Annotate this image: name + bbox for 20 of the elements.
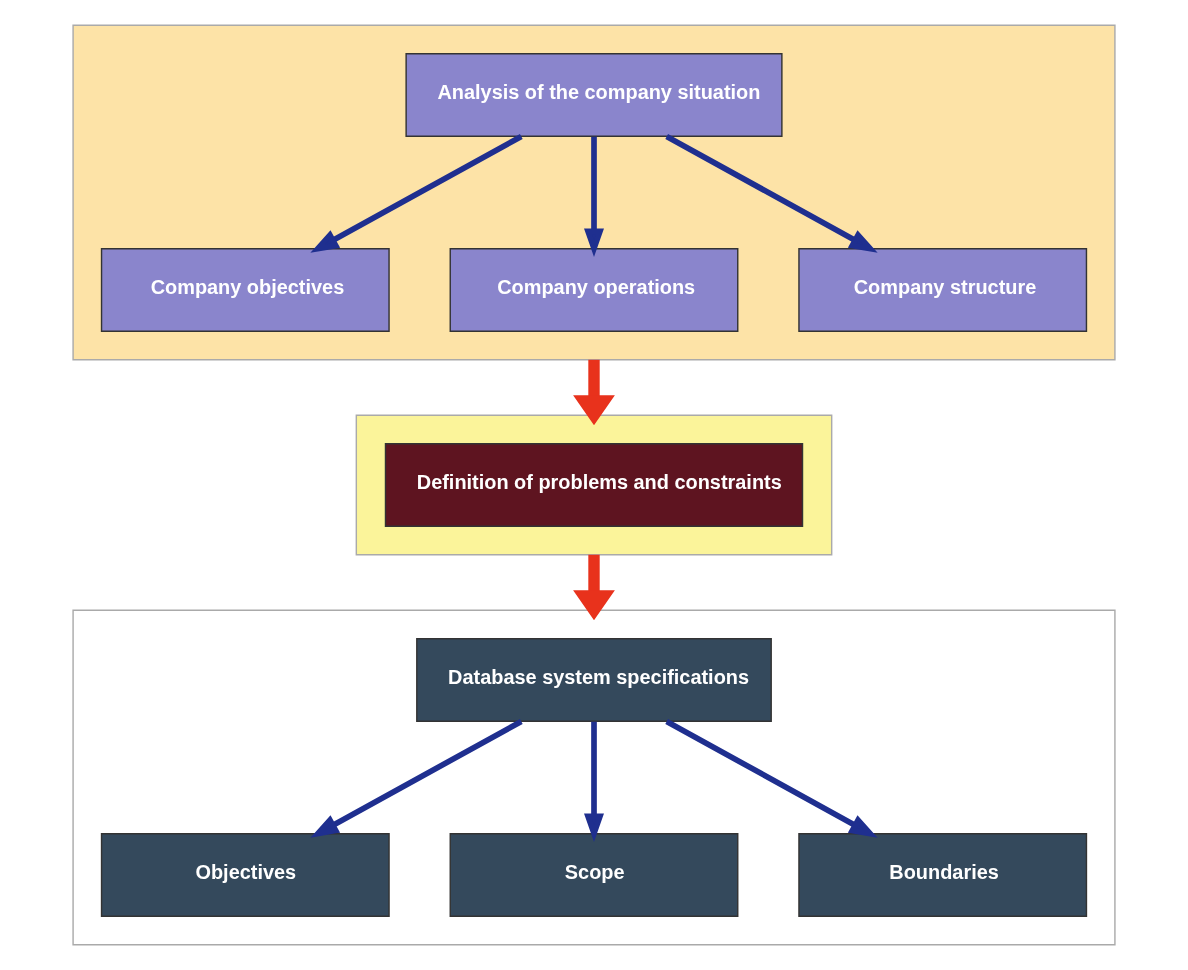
arrow [584,136,604,257]
node-box: Analysis of the company situation [405,53,783,137]
arrow [573,554,615,621]
cluster [72,609,1116,946]
node-box: Scope [449,833,739,917]
arrow [310,718,523,838]
node-box: Company operations [449,248,739,332]
arrow [665,134,878,253]
cluster [355,414,833,556]
node-box: Database system specifications [416,638,772,722]
node-box: Objectives [100,833,390,917]
arrow [573,359,615,426]
node-box: Definition of problems and constraints [384,443,804,527]
arrow [310,134,523,253]
node-box: Boundaries [798,833,1088,917]
node-box: Company structure [798,248,1088,332]
arrow [584,721,604,842]
cluster [72,24,1116,361]
arrow [665,718,878,838]
node-box: Company objectives [100,248,390,332]
